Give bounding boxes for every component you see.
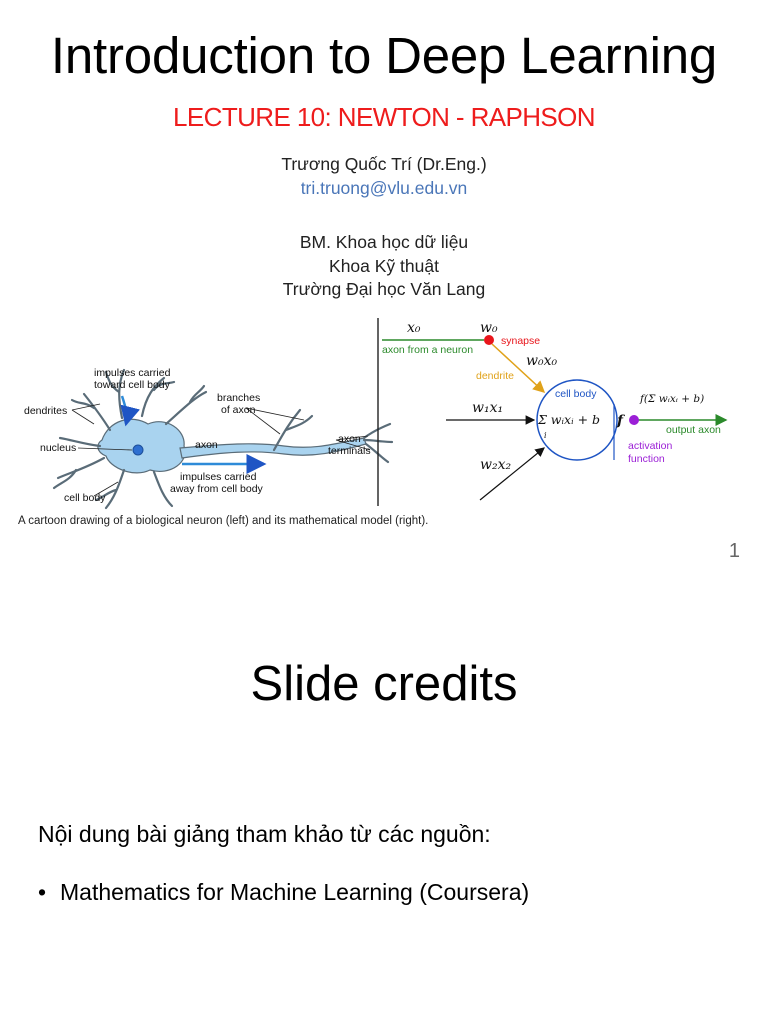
credits-intro: Nội dung bài giảng tham khảo từ các nguồ…	[38, 821, 491, 847]
faculty: Khoa Kỹ thuật	[329, 256, 439, 276]
label-branches-1: branches	[217, 392, 260, 404]
label-impulses-away-2: away from cell body	[170, 483, 264, 495]
biological-neuron: impulses carried toward cell body dendri…	[24, 367, 394, 510]
list-item: • Mathematics for Machine Learning (Cours…	[38, 877, 529, 907]
label-axon: axon	[195, 439, 218, 451]
label-nucleus: nucleus	[40, 442, 76, 454]
label-w2x2: w₂x₂	[480, 457, 511, 473]
label-x0: x₀	[407, 320, 421, 336]
label-w1x1: w₁x₁	[472, 400, 503, 416]
label-activation-2: function	[628, 453, 665, 465]
cell-body-circle	[536, 379, 618, 461]
label-impulses-toward-1: impulses carried	[94, 367, 171, 379]
label-axon-terminals-2: terminals	[328, 445, 371, 457]
math-neuron-model: x₀ w₀ w₀x₀ w₁x₁ w₂x₂ Σ wᵢxᵢ + b i f f(Σ …	[382, 320, 728, 501]
credits-slide: Slide credits Nội dung bài giảng tham kh…	[0, 576, 768, 1024]
lecture-subtitle: LECTURE 10: NEWTON - RAPHSON	[173, 102, 596, 132]
university: Trường Đại học Văn Lang	[282, 279, 486, 299]
label-dendrite: dendrite	[476, 370, 514, 382]
label-synapse: synapse	[501, 335, 540, 347]
label-dendrites: dendrites	[24, 405, 67, 417]
label-impulses-toward-2: toward cell body	[94, 379, 171, 391]
label-activation-1: activation	[628, 440, 673, 452]
label-output-axon: output axon	[666, 424, 721, 436]
bullet-marker: •	[38, 879, 47, 905]
synapse-dot	[484, 335, 494, 345]
activation-dot	[629, 415, 639, 425]
label-sum: Σ wᵢxᵢ + b	[537, 412, 600, 427]
department: BM. Khoa học dữ liệu	[299, 232, 469, 252]
label-f: f	[616, 413, 626, 429]
label-impulses-away-1: impulses carried	[180, 471, 257, 483]
author-name: Trương Quốc Trí (Dr.Eng.)	[281, 154, 487, 174]
label-w0x0: w₀x₀	[526, 353, 557, 369]
title-slide: Introduction to Deep Learning LECTURE 10…	[18, 27, 740, 562]
figure-caption: A cartoon drawing of a biological neuron…	[18, 515, 428, 527]
label-w0: w₀	[480, 320, 498, 336]
label-branches-2: of axon	[221, 404, 256, 416]
credits-title: Slide credits	[250, 657, 518, 711]
page-number: 1	[728, 540, 740, 562]
label-sum-index: i	[544, 431, 547, 440]
label-axon-terminals-1: axon	[338, 433, 361, 445]
label-cell-body: cell body	[64, 492, 106, 504]
label-f-output: f(Σ wᵢxᵢ + b)	[639, 393, 704, 405]
author-email[interactable]: tri.truong@vlu.edu.vn	[300, 178, 468, 198]
slide-title: Introduction to Deep Learning	[50, 27, 718, 84]
credit-source: Mathematics for Machine Learning (Course…	[60, 879, 530, 905]
label-cell-body-model: cell body	[555, 388, 597, 400]
neuron-figure: impulses carried toward cell body dendri…	[18, 318, 728, 527]
label-axon-from-neuron: axon from a neuron	[382, 344, 473, 356]
